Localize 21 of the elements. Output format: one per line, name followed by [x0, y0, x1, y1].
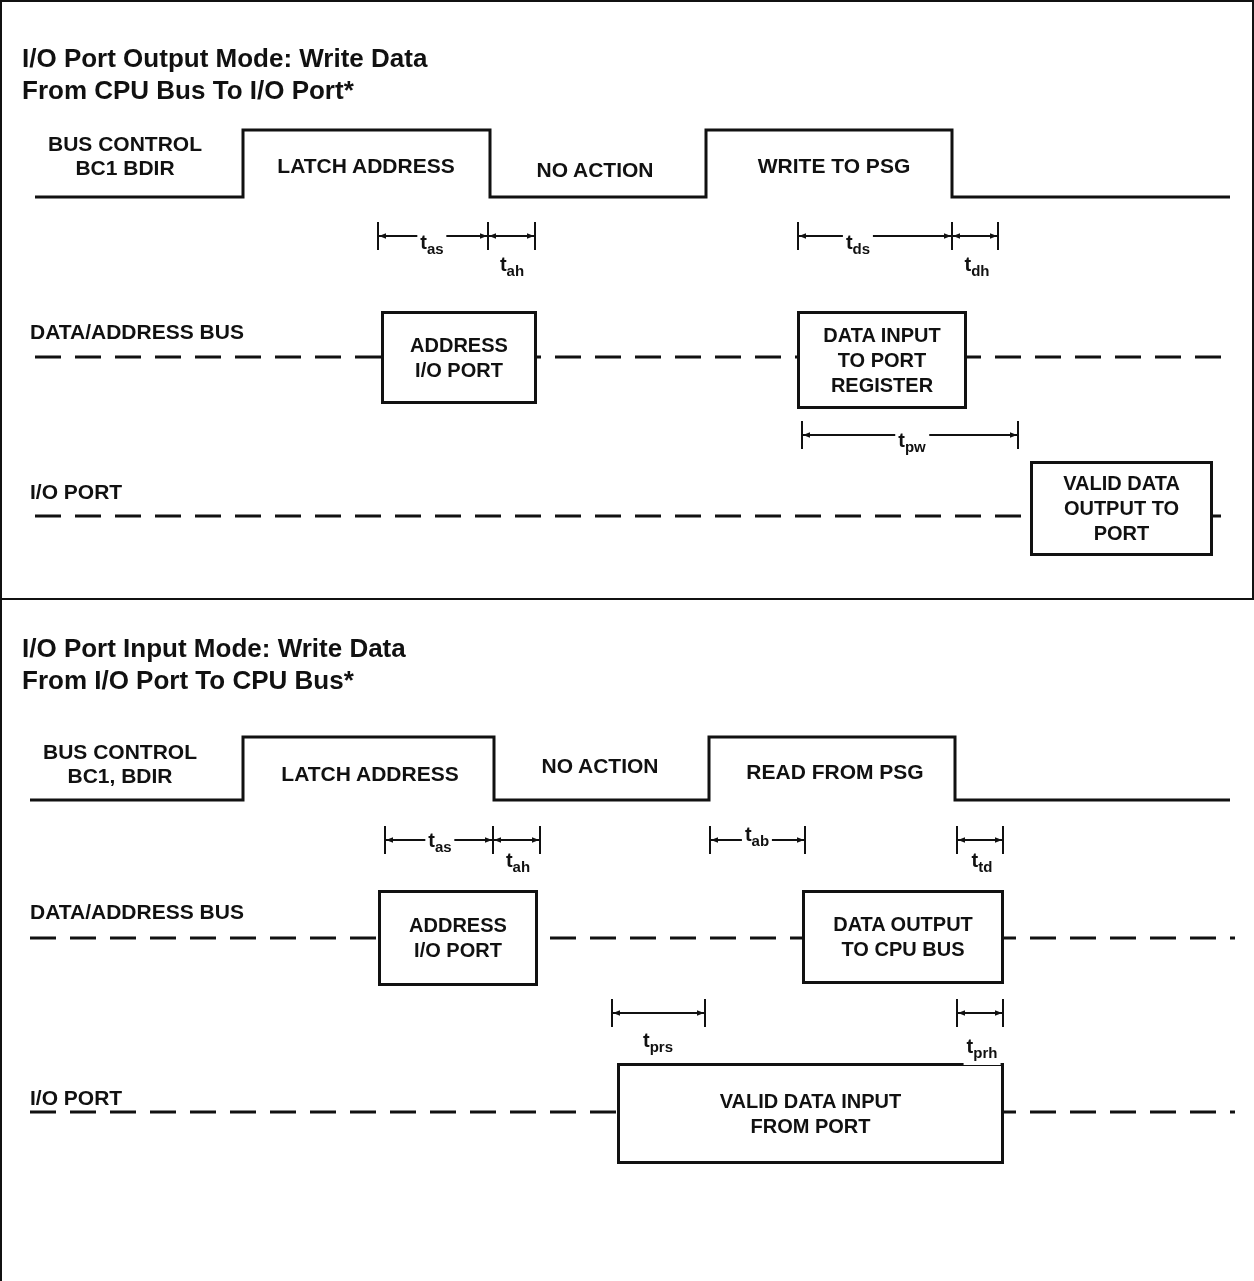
signal-name: DATA/ADDRESS BUS: [30, 320, 244, 344]
bus-state-box: ADDRESS I/O PORT: [378, 890, 538, 986]
signal-name: DATA/ADDRESS BUS: [30, 900, 244, 924]
panel-heading: I/O Port Output Mode: Write Data From CPU Bus To I/O Port*: [22, 42, 429, 106]
signal-name: BUS CONTROL BC1, BDIR: [42, 740, 198, 788]
bus-state-box: ADDRESS I/O PORT: [381, 311, 537, 404]
phase-label: NO ACTION: [536, 158, 654, 182]
bus-state-box: DATA OUTPUT TO CPU BUS: [802, 890, 1004, 984]
bus-state-box: VALID DATA INPUT FROM PORT: [617, 1063, 1004, 1164]
bus-state-box: DATA INPUT TO PORT REGISTER: [797, 311, 967, 409]
panel-heading: I/O Port Input Mode: Write Data From I/O Port To CPU Bus*: [22, 632, 407, 696]
signal-name: BUS CONTROL BC1 BDIR: [47, 132, 203, 180]
phase-label: LATCH ADDRESS: [277, 154, 455, 178]
phase-label: NO ACTION: [541, 754, 659, 778]
signal-name: I/O PORT: [30, 480, 123, 504]
bus-state-box: VALID DATA OUTPUT TO PORT: [1030, 461, 1213, 556]
diagram-panel: [0, 0, 1254, 600]
phase-label: LATCH ADDRESS: [281, 762, 459, 786]
signal-name: I/O PORT: [30, 1086, 123, 1110]
phase-label: READ FROM PSG: [746, 760, 924, 784]
phase-label: WRITE TO PSG: [757, 154, 911, 178]
